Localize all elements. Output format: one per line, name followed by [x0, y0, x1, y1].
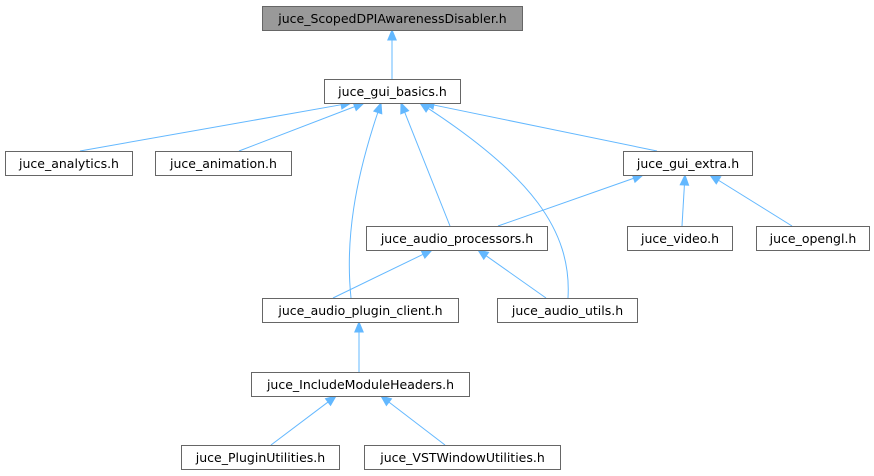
- node-box[interactable]: [5, 151, 133, 176]
- arrowhead: [324, 395, 338, 407]
- arrowhead: [708, 174, 722, 185]
- edge-line: [79, 104, 343, 152]
- edge-line: [270, 401, 330, 446]
- edge-n9-n5: [476, 249, 547, 299]
- node-box[interactable]: [497, 298, 638, 323]
- edge-line: [432, 104, 658, 152]
- edge-line: [681, 183, 685, 227]
- node-label: juce_gui_extra.h: [636, 156, 739, 171]
- node-box[interactable]: [627, 226, 733, 251]
- node-label: juce_ScopedDPIAwarenessDisabler.h: [277, 11, 506, 26]
- node-label: juce_video.h: [640, 231, 719, 246]
- node-n6[interactable]: juce_video.h: [627, 226, 733, 251]
- node-box[interactable]: [756, 226, 870, 251]
- node-box[interactable]: [324, 79, 461, 104]
- node-label: juce_analytics.h: [18, 156, 119, 171]
- edge-line: [238, 105, 356, 152]
- node-label: juce_gui_basics.h: [337, 84, 447, 99]
- node-n11[interactable]: juce_PluginUtilities.h: [181, 445, 340, 470]
- node-label: juce_audio_plugin_client.h: [277, 303, 442, 318]
- edge-line: [485, 254, 547, 299]
- node-label: juce_animation.h: [169, 156, 277, 171]
- node-n8[interactable]: juce_audio_plugin_client.h: [262, 298, 459, 323]
- edge-line: [387, 401, 446, 446]
- edge-line: [348, 111, 379, 299]
- nodes-layer: juce_ScopedDPIAwarenessDisabler.h juce_gu…: [5, 6, 870, 470]
- node-label: juce_audio_processors.h: [380, 231, 533, 246]
- edge-n6-n4: [679, 173, 690, 227]
- node-label: juce_opengl.h: [769, 231, 857, 246]
- arrowhead: [387, 28, 397, 41]
- node-label: juce_audio_utils.h: [511, 303, 623, 318]
- arrowhead: [400, 101, 410, 115]
- root-node-box[interactable]: [262, 6, 523, 31]
- edge-n8-n1: [348, 101, 383, 299]
- edge-n10-n8: [354, 320, 364, 372]
- node-label: juce_VSTWindowUtilities.h: [379, 450, 545, 465]
- edge-line: [427, 107, 569, 299]
- node-box[interactable]: [364, 445, 561, 470]
- edge-line: [403, 111, 451, 227]
- edge-n11-n10: [270, 395, 338, 446]
- arrowhead: [379, 395, 393, 407]
- node-n3[interactable]: juce_animation.h: [155, 151, 292, 176]
- arrowhead: [372, 101, 383, 115]
- edge-n12-n10: [379, 395, 446, 446]
- arrowhead: [354, 320, 364, 333]
- edge-n5-n1: [400, 101, 451, 227]
- node-n12[interactable]: juce_VSTWindowUtilities.h: [364, 445, 561, 470]
- edge-n7-n4: [708, 174, 793, 227]
- node-box[interactable]: [262, 298, 459, 323]
- edge-n1-n0: [387, 28, 397, 79]
- edge-line: [497, 177, 635, 227]
- edge-n4-n1: [422, 100, 658, 152]
- edge-n2-n1: [79, 99, 353, 152]
- edge-n5-n4: [497, 173, 645, 227]
- node-n0[interactable]: juce_ScopedDPIAwarenessDisabler.h: [262, 6, 523, 31]
- edge-line: [332, 253, 425, 299]
- edge-n3-n1: [238, 102, 366, 152]
- node-n7[interactable]: juce_opengl.h: [756, 226, 870, 251]
- node-n1[interactable]: juce_gui_basics.h: [324, 79, 461, 104]
- arrowhead: [476, 249, 490, 261]
- node-box[interactable]: [155, 151, 292, 176]
- node-n9[interactable]: juce_audio_utils.h: [497, 298, 638, 323]
- node-box[interactable]: [623, 151, 753, 176]
- edge-n8-n5: [332, 249, 434, 299]
- edge-line: [717, 179, 793, 227]
- node-n5[interactable]: juce_audio_processors.h: [366, 226, 548, 251]
- arrowhead: [418, 102, 432, 113]
- node-label: juce_IncludeModuleHeaders.h: [266, 377, 454, 392]
- node-n10[interactable]: juce_IncludeModuleHeaders.h: [251, 372, 470, 397]
- node-n4[interactable]: juce_gui_extra.h: [623, 151, 753, 176]
- node-label: juce_PluginUtilities.h: [195, 450, 325, 465]
- node-box[interactable]: [366, 226, 548, 251]
- arrowhead: [679, 173, 690, 186]
- arrowhead: [420, 249, 434, 260]
- edge-n9-n1: [418, 102, 569, 299]
- node-box[interactable]: [181, 445, 340, 470]
- node-box[interactable]: [251, 372, 470, 397]
- node-n2[interactable]: juce_analytics.h: [5, 151, 133, 176]
